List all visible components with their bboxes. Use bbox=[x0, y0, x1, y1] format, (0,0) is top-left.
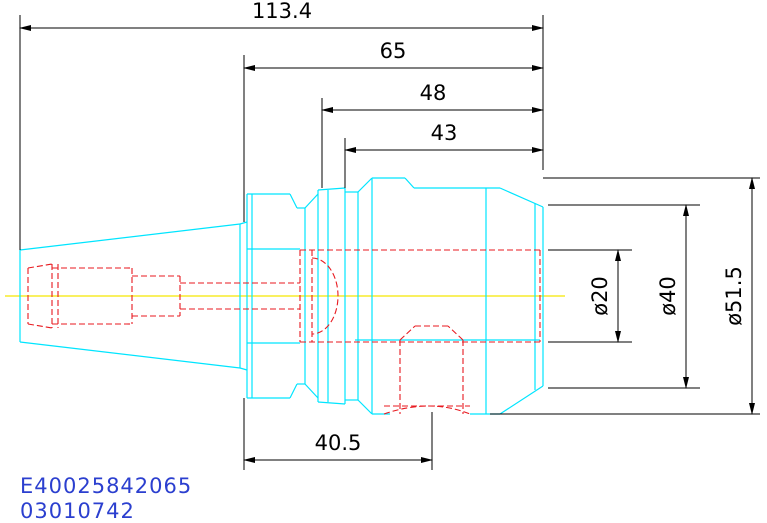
dim-text-113-4: 113.4 bbox=[252, 0, 312, 23]
hidden-lines bbox=[27, 249, 541, 415]
dim-text-43: 43 bbox=[431, 121, 458, 145]
dimension-lines bbox=[19, 15, 760, 470]
tool-outline bbox=[19, 177, 544, 415]
dim-text-dia-40: ø40 bbox=[656, 276, 680, 316]
drawing-number-label: 03010742 bbox=[20, 499, 135, 523]
dim-text-dia-20: ø20 bbox=[588, 276, 612, 316]
dim-text-40-5: 40.5 bbox=[315, 431, 362, 455]
dim-text-65: 65 bbox=[380, 39, 407, 63]
part-number-label: E40025842065 bbox=[20, 474, 193, 498]
dim-text-dia-51-5: ø51.5 bbox=[722, 266, 746, 326]
dim-text-48: 48 bbox=[420, 81, 447, 105]
